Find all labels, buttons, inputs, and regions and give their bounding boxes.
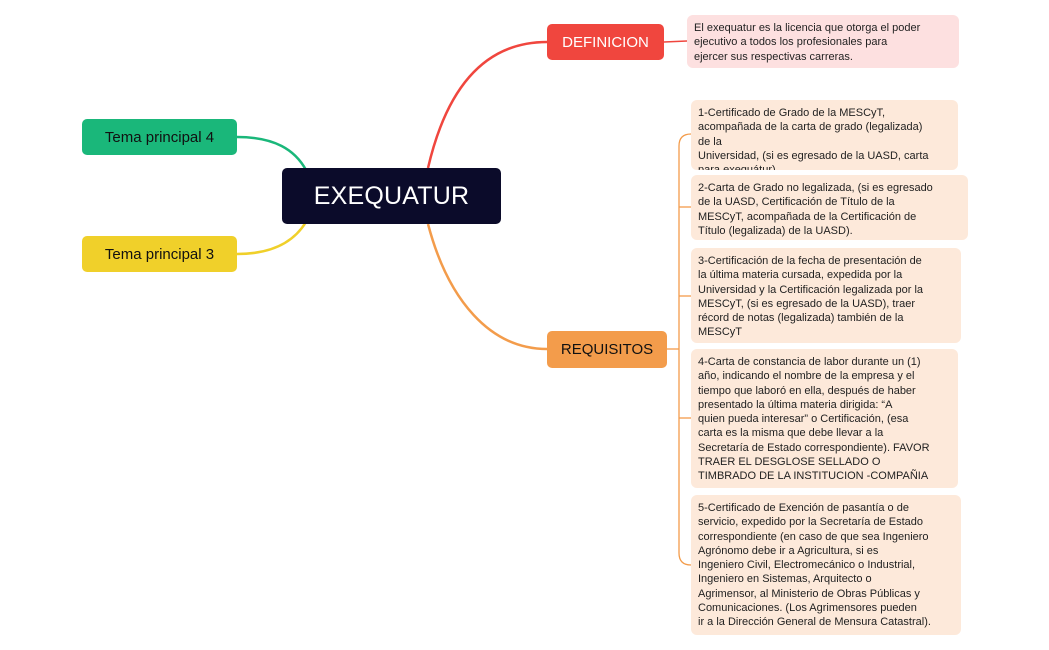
connector-definicion <box>426 40 548 169</box>
central-topic-exequatur[interactable]: EXEQUATUR <box>282 168 501 224</box>
connector-requisitos <box>426 223 548 351</box>
connector-tema4 <box>236 135 308 171</box>
topic-requisitos[interactable]: REQUISITOS <box>547 331 667 368</box>
connector-definicion-note <box>663 40 688 43</box>
requisito-4[interactable]: 4-Carta de constancia de labor durante u… <box>691 349 958 488</box>
requisito-3[interactable]: 3-Certificación de la fecha de presentac… <box>691 248 961 343</box>
requisito-2[interactable]: 2-Carta de Grado no legalizada, (si es e… <box>691 175 968 240</box>
requisito-5[interactable]: 5-Certificado de Exención de pasantía o … <box>691 495 961 635</box>
connector-tema3 <box>236 221 308 256</box>
topic-tema-principal-4[interactable]: Tema principal 4 <box>82 119 237 155</box>
topic-tema-principal-3[interactable]: Tema principal 3 <box>82 236 237 272</box>
definicion-note[interactable]: El exequatur es la licencia que otorga e… <box>687 15 959 68</box>
requisito-1[interactable]: 1-Certificado de Grado de la MESCyT, aco… <box>691 100 958 170</box>
requisitos-bracket <box>667 133 692 566</box>
topic-definicion[interactable]: DEFINICION <box>547 24 664 60</box>
